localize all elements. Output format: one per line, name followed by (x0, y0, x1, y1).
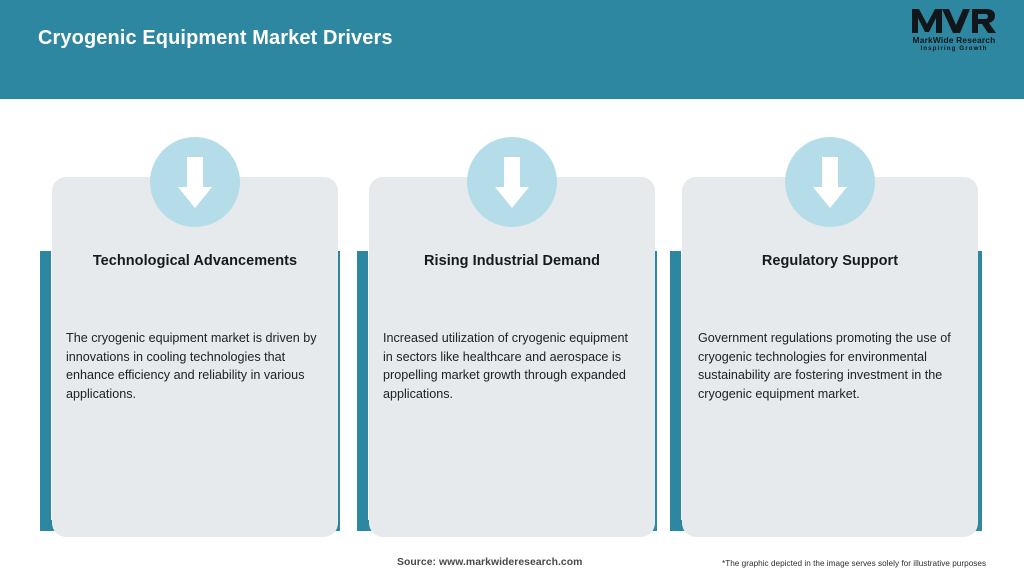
arrow-down-icon (150, 137, 240, 227)
source-label: Source: www.markwideresearch.com (397, 557, 583, 568)
driver-card-2[interactable]: Rising Industrial Demand Increased utili… (369, 177, 655, 537)
driver-column-1: Technological Advancements The cryogenic… (40, 99, 354, 559)
logo-tagline: Inspiring Growth (920, 45, 988, 52)
driver-card-1[interactable]: Technological Advancements The cryogenic… (52, 177, 338, 537)
disclaimer-note: *The graphic depicted in the image serve… (722, 559, 987, 568)
driver-card-3[interactable]: Regulatory Support Government regulation… (682, 177, 978, 537)
card-body: The cryogenic equipment market is driven… (66, 331, 317, 401)
page-header: Cryogenic Equipment Market Drivers MarkW… (0, 0, 1024, 99)
cards-container: Technological Advancements The cryogenic… (0, 99, 1024, 576)
card-body: Government regulations promoting the use… (698, 331, 951, 401)
driver-column-2: Rising Industrial Demand Increased utili… (357, 99, 671, 559)
card-title: Rising Industrial Demand (423, 253, 601, 269)
mwr-logo-icon (898, 8, 1010, 34)
arrow-down-icon (785, 137, 875, 227)
logo-company-name: MarkWide Research (912, 35, 996, 45)
card-title: Regulatory Support (761, 253, 899, 269)
driver-column-3: Regulatory Support Government regulation… (670, 99, 984, 559)
brand-logo: MarkWide Research Inspiring Growth (898, 8, 1010, 60)
card-title: Technological Advancements (92, 253, 298, 269)
card-body: Increased utilization of cryogenic equip… (383, 331, 629, 401)
arrow-down-icon (467, 137, 557, 227)
page-title: Cryogenic Equipment Market Drivers (38, 27, 393, 49)
